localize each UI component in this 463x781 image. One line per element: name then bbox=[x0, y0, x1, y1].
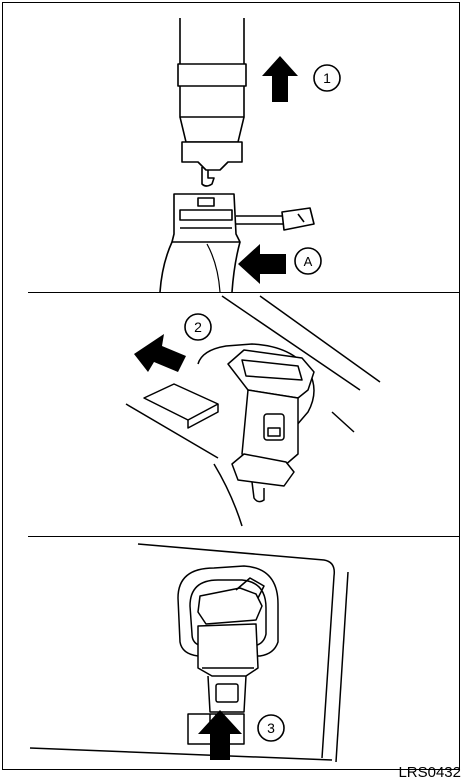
pointA-label: A bbox=[304, 254, 313, 269]
divider-2 bbox=[28, 536, 460, 537]
step1-label: 1 bbox=[323, 70, 331, 86]
divider-1 bbox=[28, 292, 460, 293]
buckle-top bbox=[198, 588, 262, 624]
arrow-up-step1 bbox=[262, 56, 298, 102]
panel-stow-buckle: 2 bbox=[2, 294, 460, 534]
panel-buckle-pocket: 3 bbox=[2, 538, 460, 768]
tongue-plate bbox=[182, 142, 242, 170]
buckle-body bbox=[172, 194, 240, 242]
panel-release-buckle: 1 A bbox=[2, 2, 460, 292]
release-button bbox=[236, 216, 284, 224]
figure-code: LRS0432 bbox=[398, 764, 461, 781]
step3-label: 3 bbox=[267, 720, 275, 736]
buckle-housing bbox=[228, 350, 314, 398]
arrow-left-a bbox=[238, 244, 286, 284]
floor-pad bbox=[144, 384, 218, 420]
step2-label: 2 bbox=[194, 319, 202, 335]
belt-band bbox=[178, 64, 246, 86]
arrow-step2 bbox=[134, 334, 186, 372]
